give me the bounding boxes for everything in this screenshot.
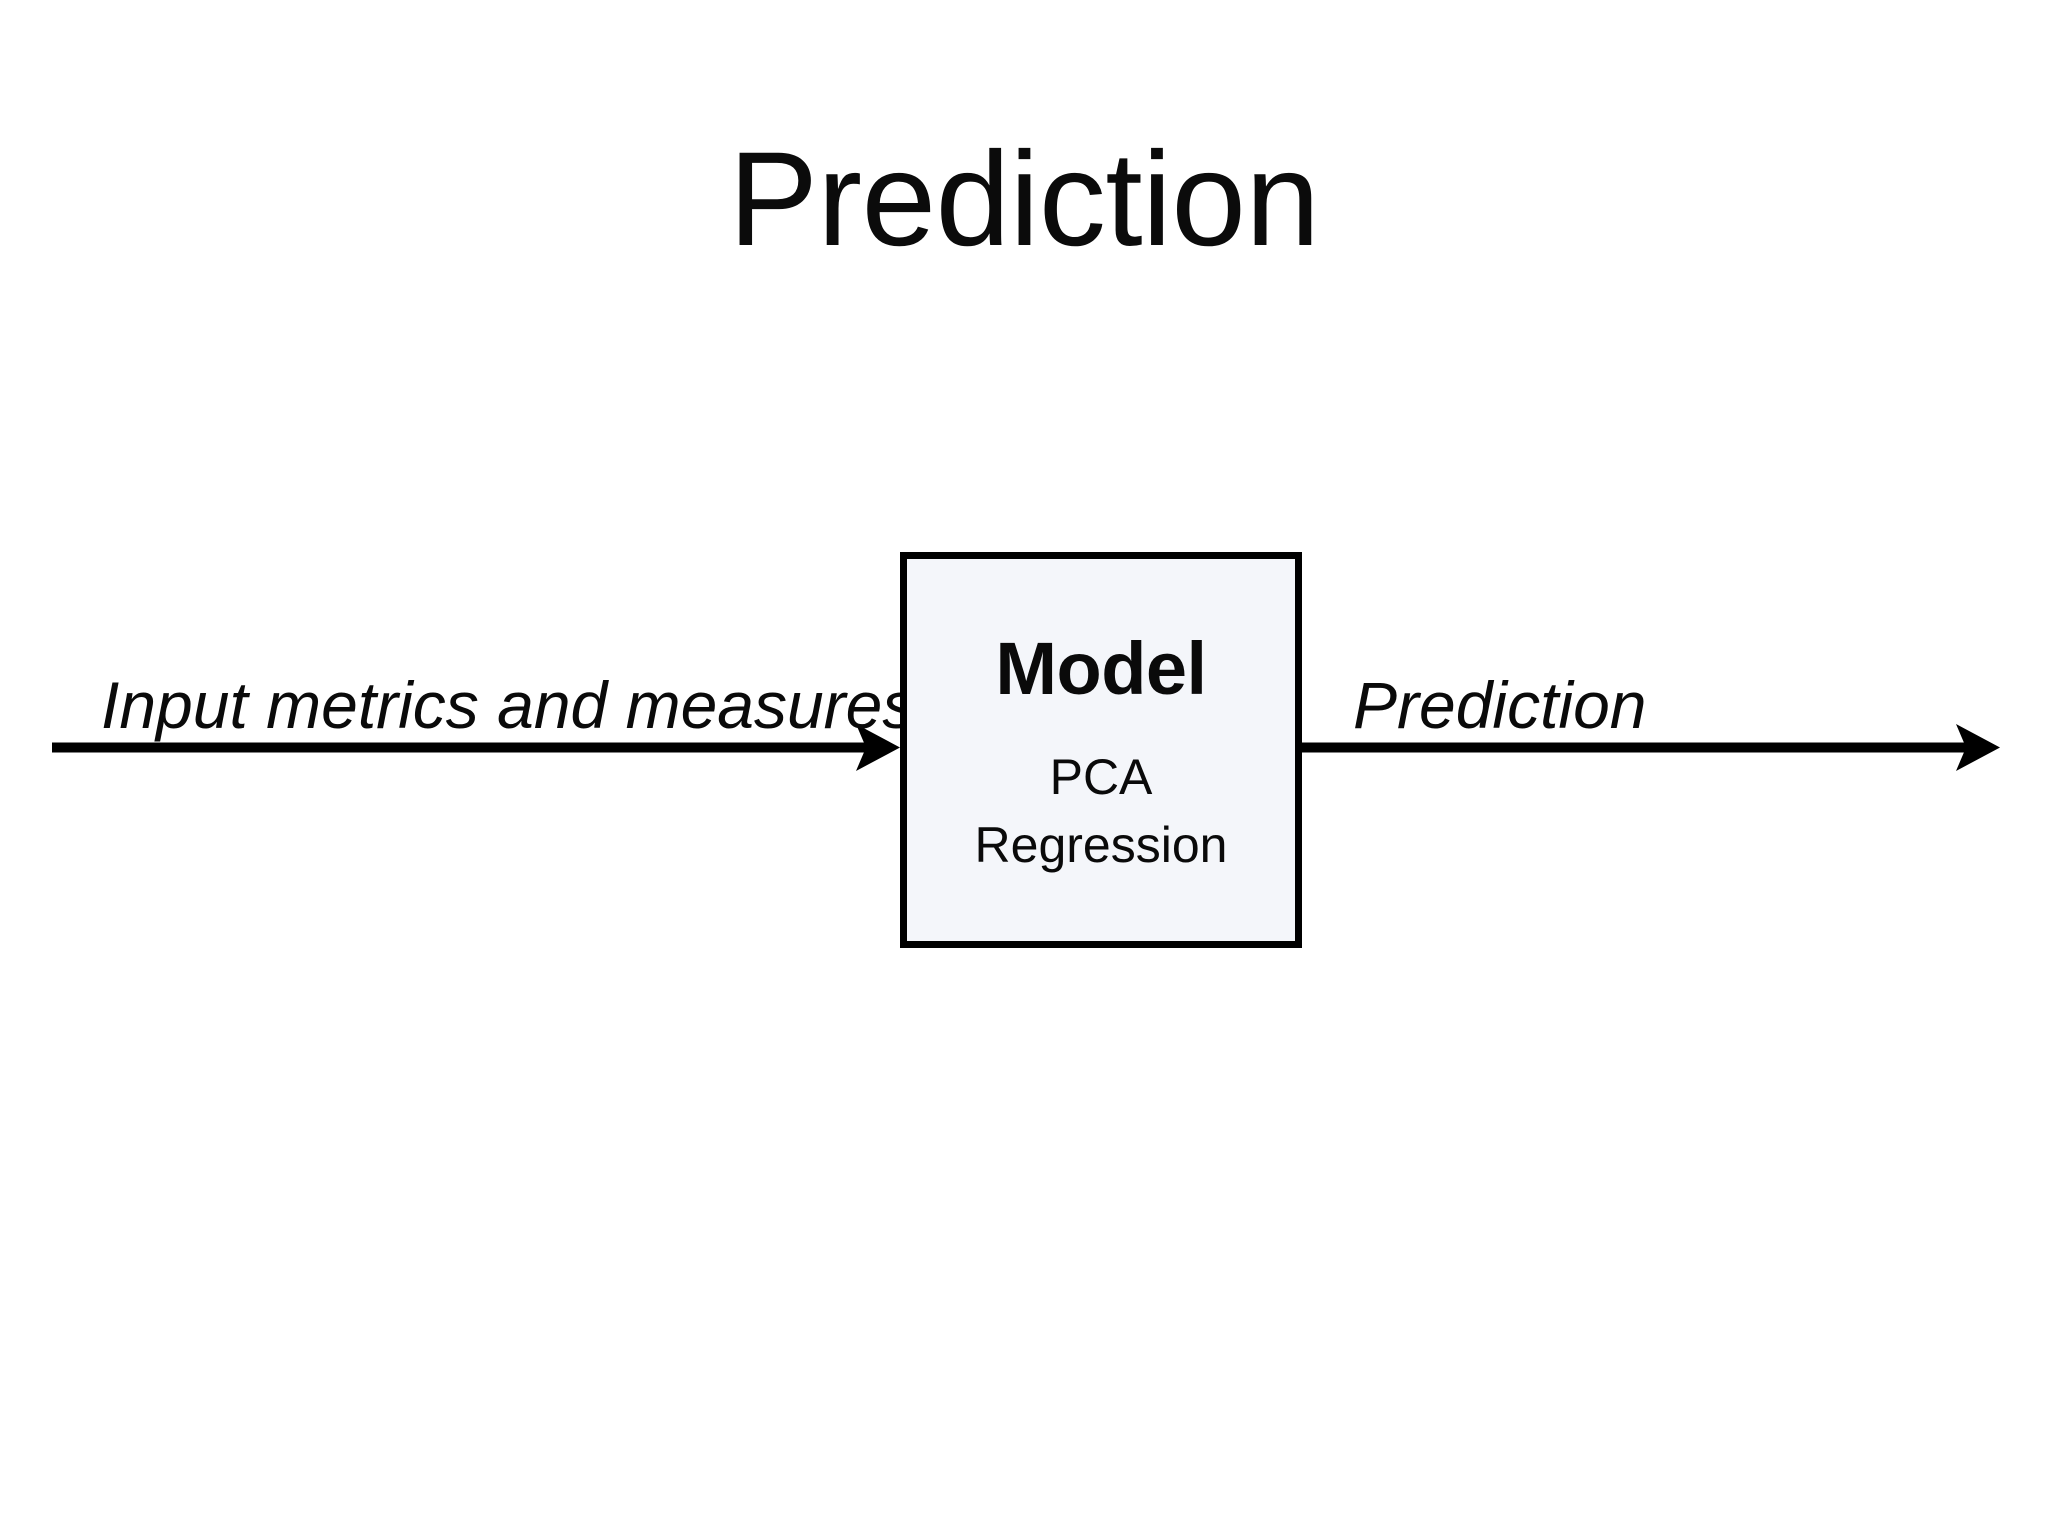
model-node[interactable]: Model PCA Regression xyxy=(900,552,1302,948)
page-title: Prediction xyxy=(728,125,1320,274)
output-arrow xyxy=(1302,724,2000,771)
output-arrow-head xyxy=(1956,724,2000,771)
input-edge-label: Input metrics and measures xyxy=(101,668,916,742)
model-node-subtitle-regression: Regression xyxy=(974,817,1228,873)
model-node-subtitle-pca: PCA xyxy=(1049,749,1153,805)
model-node-title: Model xyxy=(995,627,1207,710)
input-arrow xyxy=(52,724,900,771)
output-edge-label: Prediction xyxy=(1353,668,1647,742)
input-arrow-head xyxy=(856,724,900,771)
